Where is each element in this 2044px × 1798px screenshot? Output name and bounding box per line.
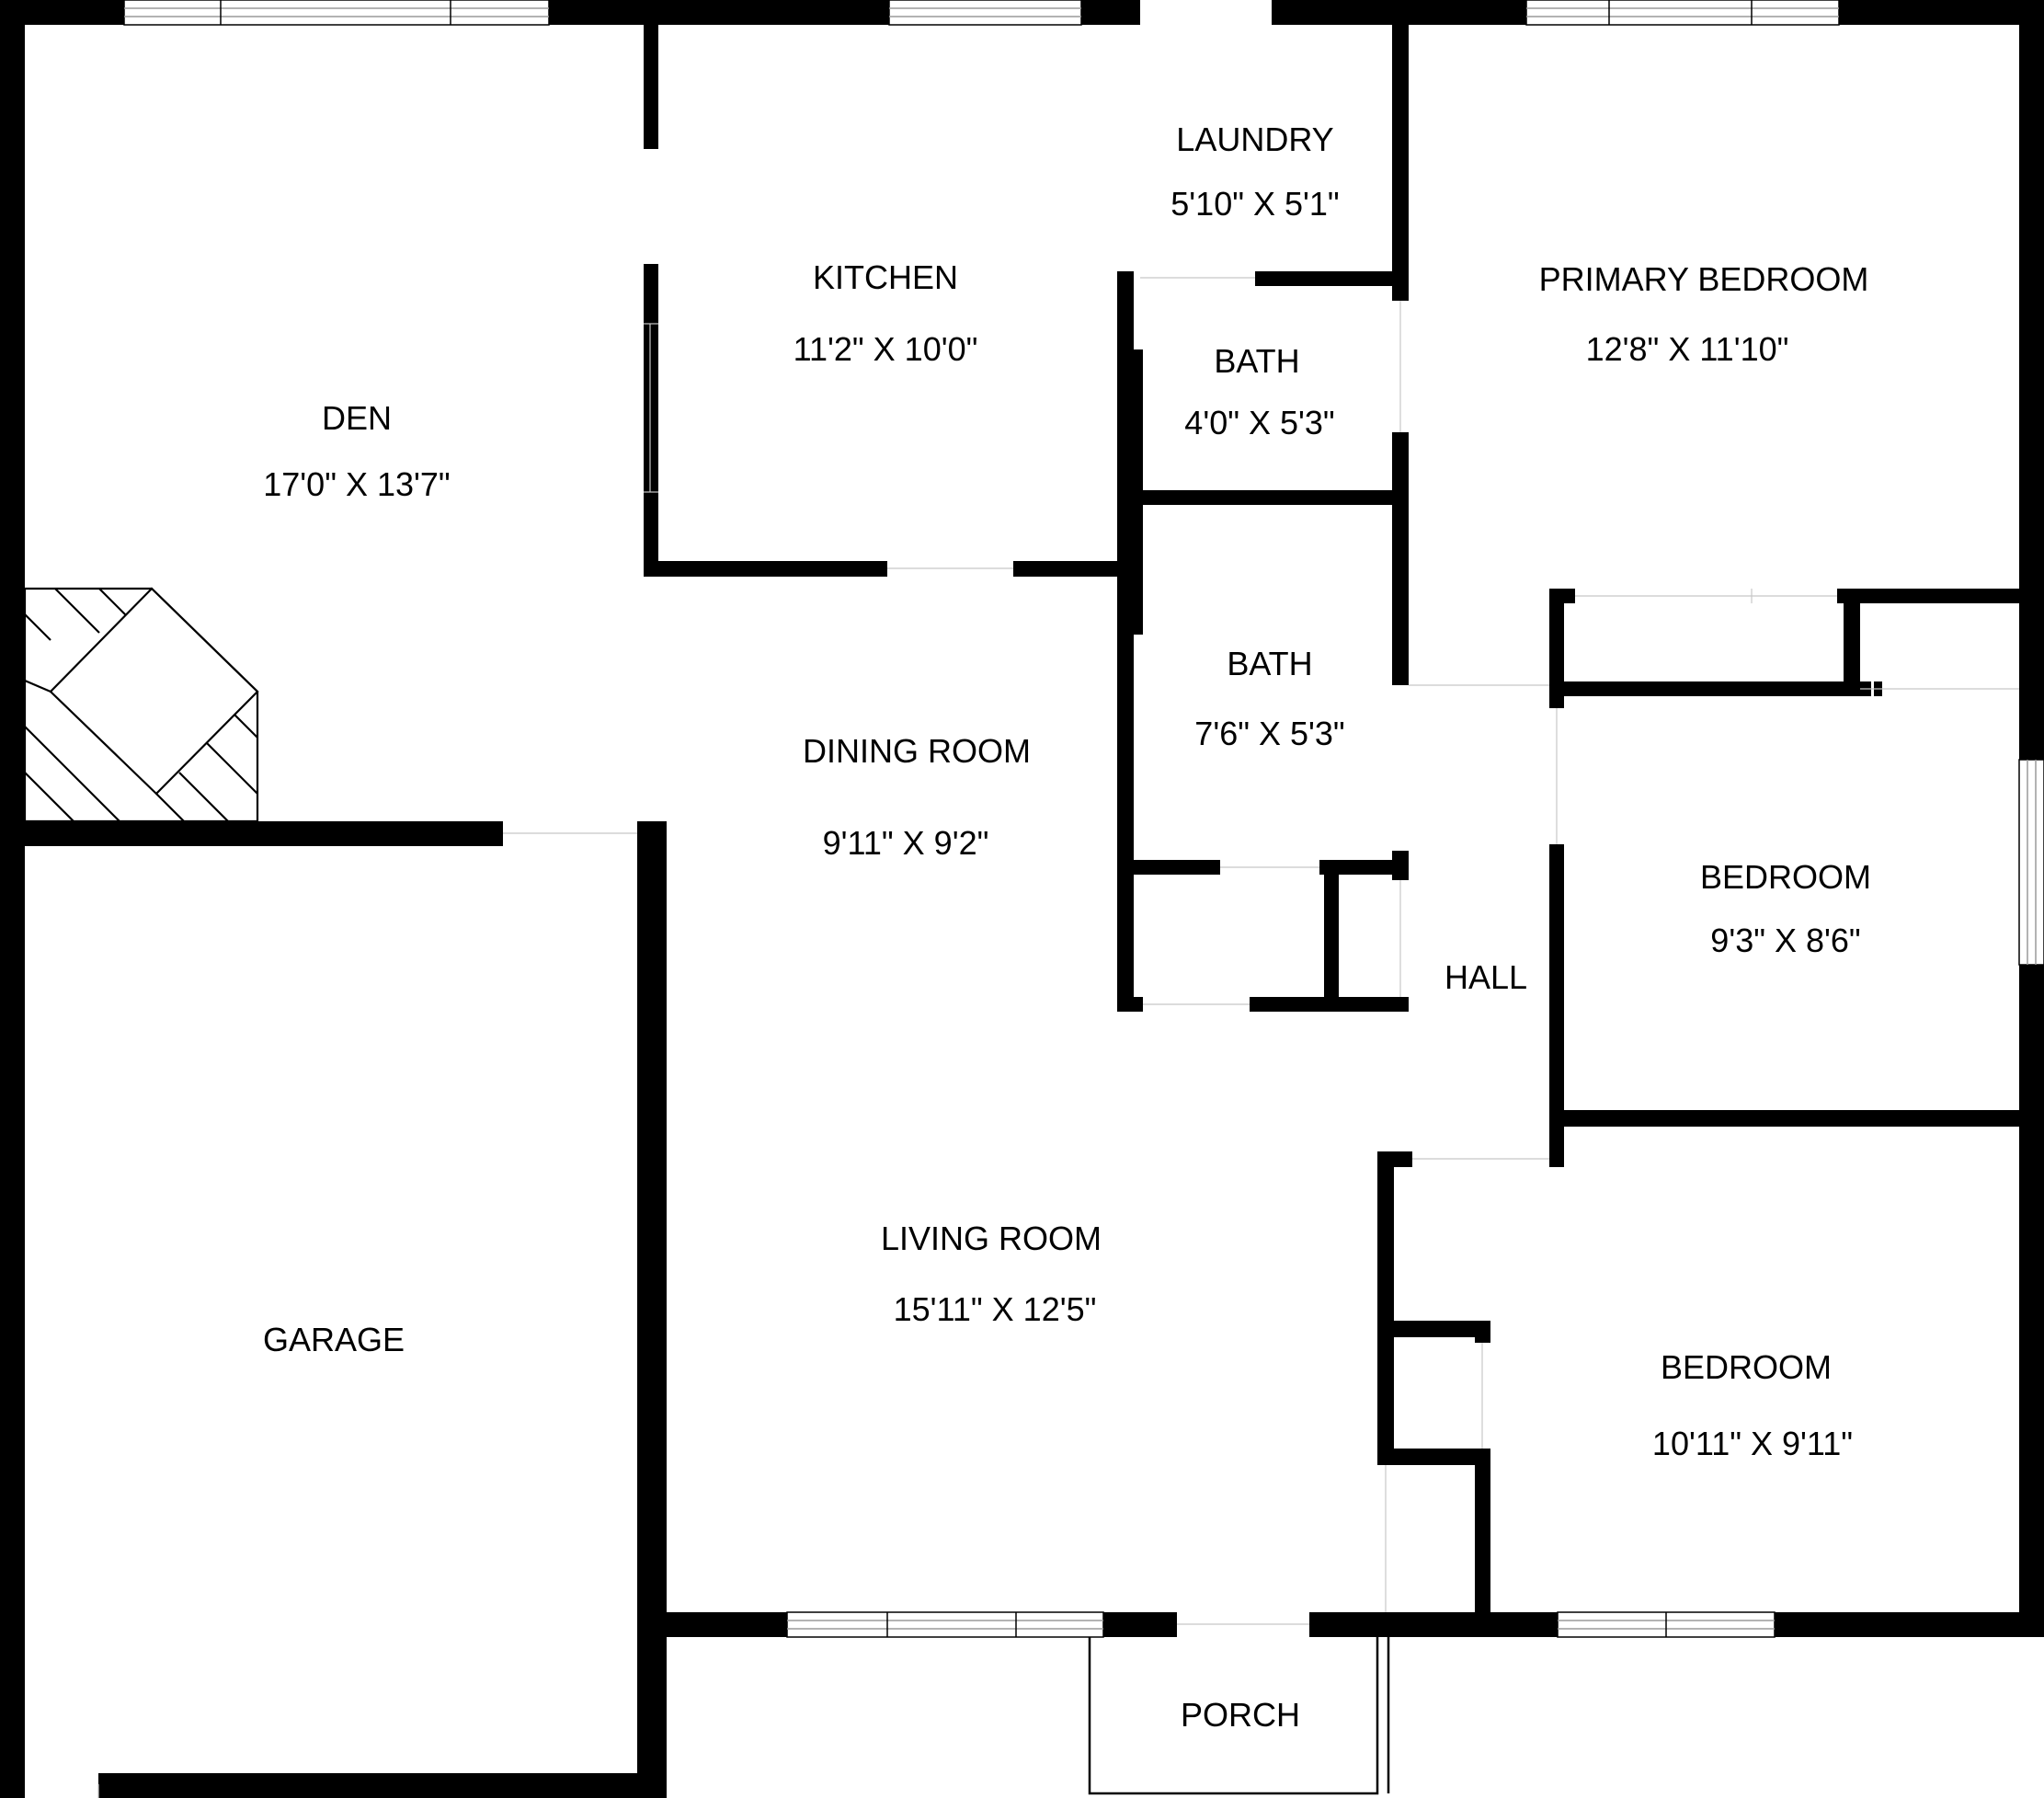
room-dims-primary-bedroom: 12'8" X 11'10" <box>1586 330 1789 368</box>
room-labels: DEN 17'0" X 13'7" KITCHEN 11'2" X 10'0" … <box>263 120 1871 1734</box>
door-openings <box>97 277 1558 1798</box>
fireplace <box>23 587 259 823</box>
room-name-kitchen: KITCHEN <box>813 258 958 296</box>
room-name-hall: HALL <box>1445 958 1527 996</box>
room-name-bath-1: BATH <box>1214 342 1299 380</box>
room-name-porch: PORCH <box>1181 1696 1300 1734</box>
room-name-bath-2: BATH <box>1227 645 1312 682</box>
room-name-living-room: LIVING ROOM <box>881 1220 1102 1257</box>
room-dims-bath-2: 7'6" X 5'3" <box>1194 715 1344 752</box>
room-dims-bedroom-2: 10'11" X 9'11" <box>1652 1425 1853 1462</box>
room-name-bedroom-2: BEDROOM <box>1661 1348 1832 1386</box>
room-dims-living-room: 15'11" X 12'5" <box>894 1290 1097 1328</box>
room-dims-dining-room: 9'11" X 9'2" <box>823 824 989 862</box>
room-dims-laundry: 5'10" X 5'1" <box>1170 185 1339 223</box>
room-name-den: DEN <box>322 399 392 437</box>
room-name-garage: GARAGE <box>263 1321 405 1358</box>
room-dims-bath-1: 4'0" X 5'3" <box>1184 404 1334 441</box>
room-name-laundry: LAUNDRY <box>1176 120 1333 158</box>
windows <box>123 0 2044 1638</box>
room-name-bedroom-1: BEDROOM <box>1700 858 1871 896</box>
room-dims-kitchen: 11'2" X 10'0" <box>794 330 978 368</box>
room-name-dining-room: DINING ROOM <box>803 732 1031 770</box>
interior-walls <box>644 20 2044 1625</box>
porch <box>1088 1637 1390 1795</box>
room-dims-bedroom-1: 9'3" X 8'6" <box>1710 922 1860 959</box>
room-name-primary-bedroom: PRIMARY BEDROOM <box>1539 260 1869 298</box>
room-dims-den: 17'0" X 13'7" <box>263 465 450 503</box>
